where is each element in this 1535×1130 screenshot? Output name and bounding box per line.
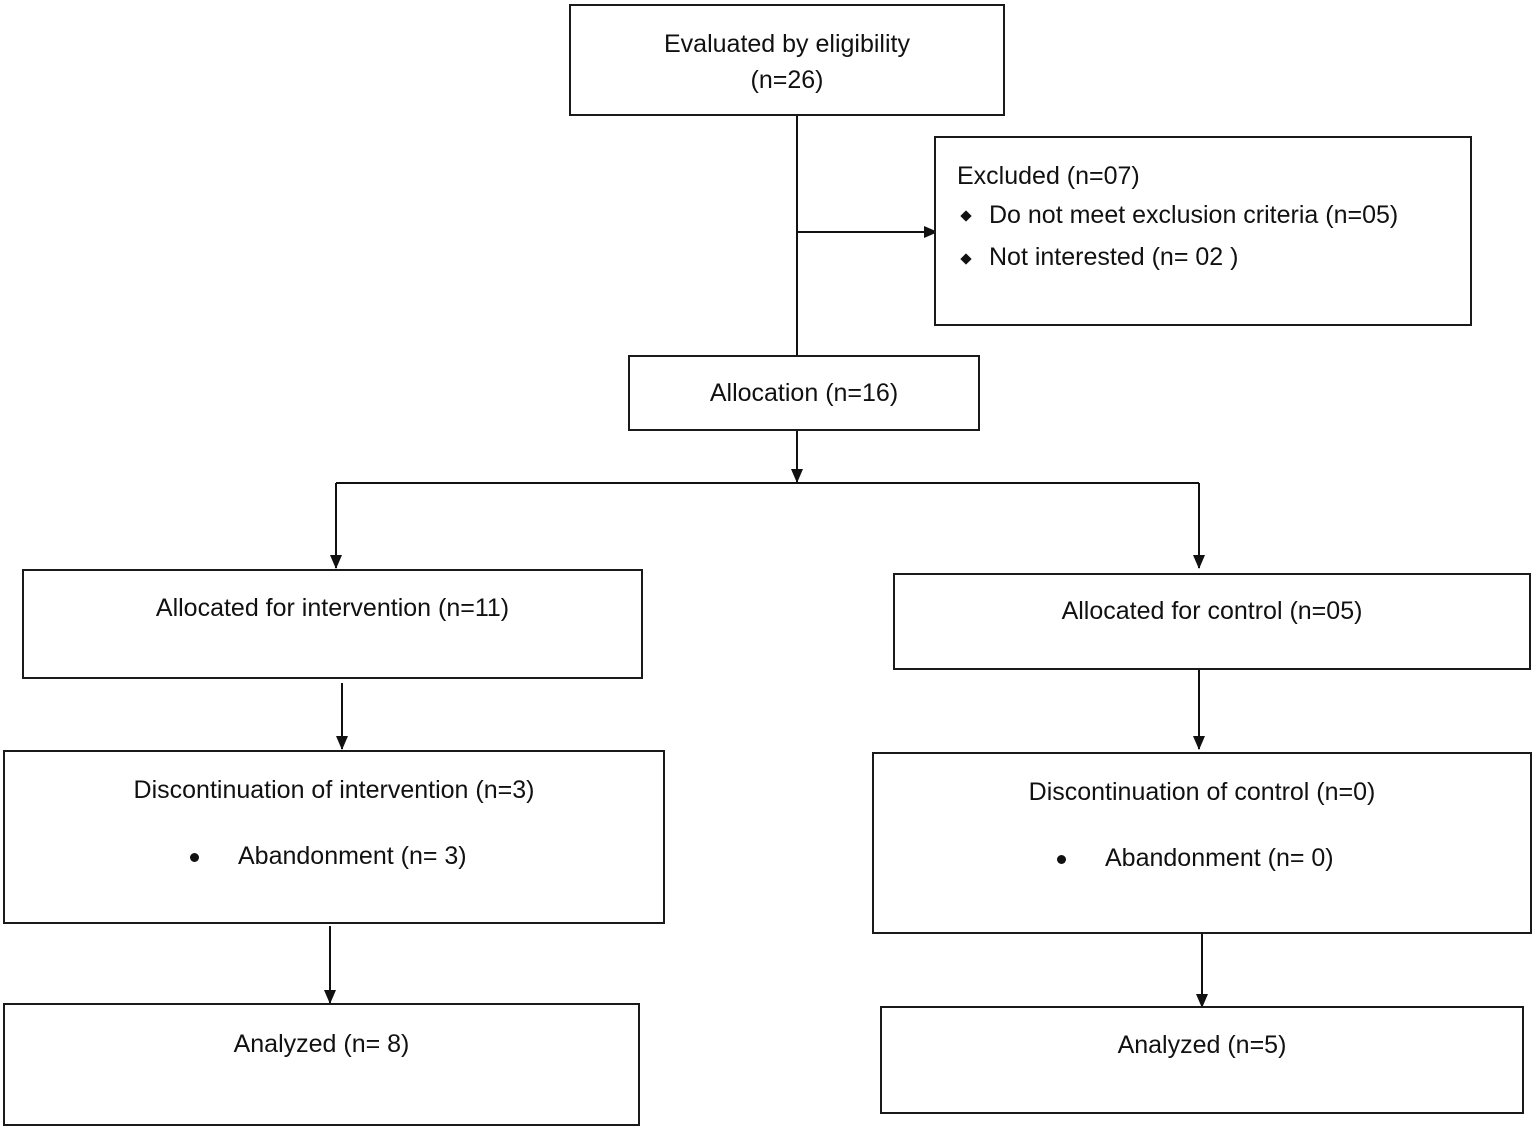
eligibility-count: (n=26) — [750, 66, 824, 94]
analyzed-intervention-label: Analyzed (n= 8) — [233, 1030, 410, 1058]
discontinuation-intervention-title: Discontinuation of intervention (n=3) — [133, 776, 535, 804]
diamond-bullet-icon — [960, 253, 972, 265]
allocation-label: Allocation (n=16) — [709, 379, 899, 407]
excluded-item: Do not meet exclusion criteria (n=05) — [989, 201, 1399, 229]
discontinuation-intervention-box: Discontinuation of intervention (n=3) Ab… — [3, 750, 665, 924]
round-bullet-icon — [1057, 855, 1066, 864]
diamond-bullet-icon — [960, 210, 972, 222]
analyzed-control-label: Analyzed (n=5) — [1117, 1031, 1287, 1059]
control-box: Allocated for control (n=05) — [893, 573, 1531, 670]
analyzed-control-box: Analyzed (n=5) — [880, 1006, 1524, 1114]
excluded-title: Excluded (n=07) — [957, 162, 1140, 190]
discontinuation-control-box: Discontinuation of control (n=0) Abandon… — [872, 752, 1532, 934]
eligibility-label: Evaluated by eligibility — [664, 30, 910, 58]
analyzed-intervention-box: Analyzed (n= 8) — [3, 1003, 640, 1126]
control-label: Allocated for control (n=05) — [1061, 597, 1363, 625]
round-bullet-icon — [190, 853, 199, 862]
allocation-box: Allocation (n=16) — [628, 355, 980, 431]
discontinuation-control-title: Discontinuation of control (n=0) — [1028, 778, 1376, 806]
excluded-box: Excluded (n=07) Do not meet exclusion cr… — [934, 136, 1472, 326]
discontinuation-intervention-item: Abandonment (n= 3) — [238, 842, 467, 870]
eligibility-box: Evaluated by eligibility (n=26) — [569, 4, 1005, 116]
discontinuation-control-item: Abandonment (n= 0) — [1105, 844, 1334, 872]
intervention-box: Allocated for intervention (n=11) — [22, 569, 643, 679]
excluded-item: Not interested (n= 02 ) — [989, 243, 1239, 271]
intervention-label: Allocated for intervention (n=11) — [155, 594, 510, 622]
